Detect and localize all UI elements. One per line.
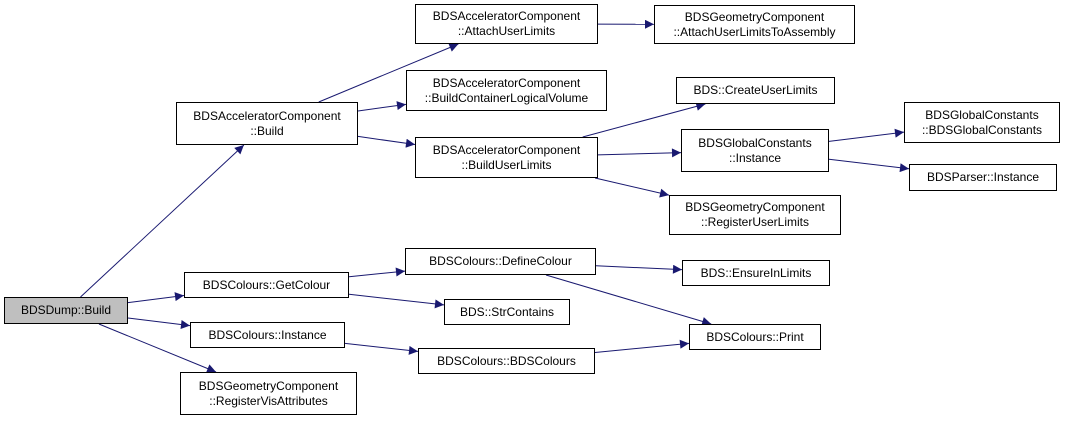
node-label: BDSColours::Instance [208, 327, 327, 342]
node-label: BDSAcceleratorComponent [432, 9, 581, 23]
node-accelerator-attachuserlimits[interactable]: BDSAcceleratorComponent ::AttachUserLimi… [415, 4, 598, 44]
node-label: BDS::CreateUserLimits [693, 83, 818, 97]
node-label: BDSParser::Instance [926, 170, 1040, 184]
node-label: BDS::StrContains [459, 304, 555, 319]
edge-acc_build-to-acc_builduserlimits [357, 135, 416, 148]
edge-globalconst_instance-to-parser_instance [828, 158, 910, 173]
node-label: BDSColours::Print [706, 329, 804, 344]
edge-acc_build-to-acc_attachuserlimits [318, 43, 459, 103]
edge-colours_definecolour-to-bds_ensureinlimits [595, 264, 683, 274]
node-label: BDSColours::GetColour [202, 277, 331, 292]
node-label: ::AttachUserLimits [457, 24, 556, 38]
node-colours-definecolour[interactable]: BDSColours::DefineColour [405, 248, 596, 275]
node-label: ::BuildUserLimits [461, 157, 552, 172]
edge-colours_definecolour-to-colours_print [545, 274, 712, 326]
edge-colours_instance-to-colours_ctor [344, 342, 419, 355]
node-label: BDSDump::Build [20, 303, 112, 317]
node-label: BDSAcceleratorComponent [193, 108, 341, 123]
edge-dump_build-to-acc_build [80, 144, 245, 298]
node-label: BDSGeometryComponent [198, 378, 339, 393]
node-label: ::Build [250, 123, 284, 138]
node-globalconstants-instance[interactable]: BDSGlobalConstants ::Instance [681, 129, 829, 172]
node-geometry-attachtoassembly[interactable]: BDSGeometryComponent ::AttachUserLimitsT… [654, 5, 855, 44]
node-colours-getcolour[interactable]: BDSColours::GetColour [184, 272, 349, 298]
node-label: BDSGlobalConstants [698, 135, 812, 150]
node-label: ::RegisterUserLimits [700, 215, 810, 229]
edge-acc_builduserlimits-to-globalconst_instance [597, 148, 682, 158]
node-label: ::RegisterVisAttributes [209, 393, 328, 408]
node-label: BDSAcceleratorComponent [432, 142, 581, 157]
node-label: BDSGlobalConstants [925, 107, 1039, 122]
node-label: ::BDSGlobalConstants [921, 122, 1043, 137]
node-bds-ensureinlimits[interactable]: BDS::EnsureInLimits [682, 260, 830, 286]
node-geometry-registervis[interactable]: BDSGeometryComponent ::RegisterVisAttrib… [180, 372, 357, 415]
node-label: BDS::EnsureInLimits [700, 265, 812, 280]
edge-acc_builduserlimits-to-bds_createuserlimits [582, 101, 706, 138]
edge-dump_build-to-colours_instance [127, 317, 191, 329]
node-label: BDSColours::DefineColour [429, 254, 572, 268]
node-parser-instance[interactable]: BDSParser::Instance [909, 164, 1057, 191]
node-label: BDSColours::BDSColours [437, 353, 576, 368]
node-label: BDSAcceleratorComponent [432, 75, 581, 90]
edge-colours_getcolour-to-bds_strcontains [348, 293, 445, 309]
node-dump-build: BDSDump::Build [4, 297, 128, 324]
edge-acc_builduserlimits-to-geom_registeruserlimits [594, 177, 670, 198]
edge-colours_ctor-to-colours_print [594, 339, 690, 353]
edge-acc_build-to-acc_buildcontainer [357, 101, 407, 112]
node-geometry-registeruserlimits[interactable]: BDSGeometryComponent ::RegisterUserLimit… [669, 195, 841, 235]
node-globalconstants-ctor[interactable]: BDSGlobalConstants ::BDSGlobalConstants [904, 102, 1060, 143]
edge-colours_getcolour-to-colours_definecolour [348, 267, 406, 278]
node-bds-strcontains[interactable]: BDS::StrContains [444, 299, 570, 325]
node-bds-createuserlimits[interactable]: BDS::CreateUserLimits [676, 77, 835, 104]
node-label: ::BuildContainerLogicalVolume [424, 90, 589, 105]
node-label: BDSGeometryComponent [685, 200, 825, 214]
node-accelerator-builduserlimits[interactable]: BDSAcceleratorComponent ::BuildUserLimit… [415, 137, 598, 178]
node-accelerator-build[interactable]: BDSAcceleratorComponent ::Build [176, 102, 358, 145]
node-label: BDSGeometryComponent [684, 9, 825, 24]
edge-globalconst_instance-to-globalconst_ctor [828, 128, 905, 142]
node-colours-print[interactable]: BDSColours::Print [689, 324, 821, 350]
edge-dump_build-to-colours_getcolour [127, 292, 185, 304]
node-label: ::Instance [728, 150, 782, 165]
node-label: ::AttachUserLimitsToAssembly [673, 24, 836, 39]
edge-dump_build-to-geom_registervis [98, 323, 217, 373]
node-colours-ctor[interactable]: BDSColours::BDSColours [418, 348, 595, 374]
node-accelerator-buildcontainer[interactable]: BDSAcceleratorComponent ::BuildContainer… [406, 70, 607, 111]
node-colours-instance[interactable]: BDSColours::Instance [190, 322, 345, 348]
